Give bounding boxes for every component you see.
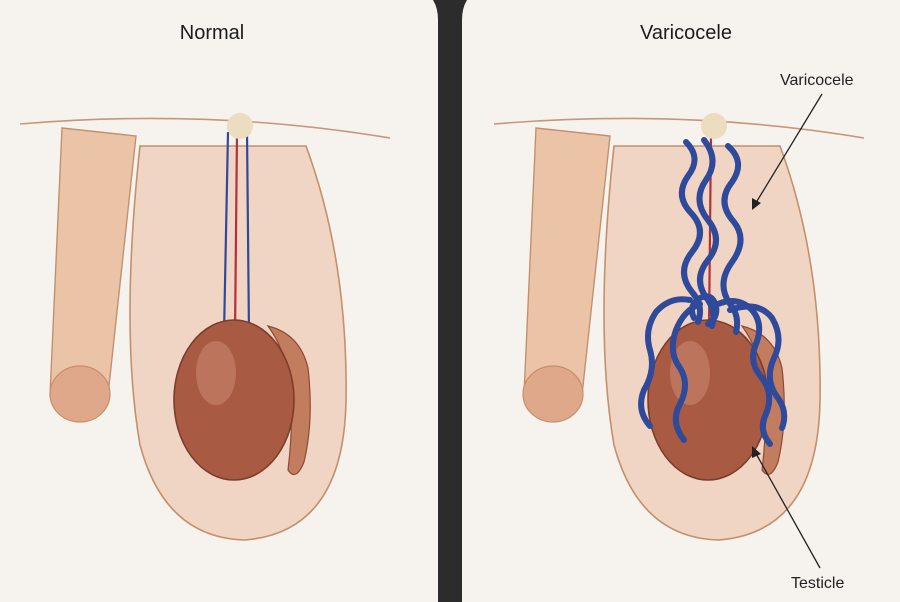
testis-highlight xyxy=(670,341,710,405)
skin-line xyxy=(493,117,865,139)
dilated-vein xyxy=(689,293,720,327)
panel-divider xyxy=(433,0,467,602)
testicle-arrowhead xyxy=(752,446,761,458)
testicle-label: Testicle xyxy=(791,575,845,592)
artery-strand xyxy=(233,131,239,336)
dilated-vein xyxy=(679,139,703,325)
spermatic-cord-top xyxy=(701,113,727,139)
skin-line xyxy=(19,117,391,139)
varicocele-leader-line xyxy=(753,93,823,207)
dilated-vein xyxy=(638,296,693,429)
varicocele-panel xyxy=(493,93,865,569)
varicocele-arrowhead xyxy=(752,198,761,210)
penis-shaft xyxy=(523,127,611,396)
dilated-vein xyxy=(720,143,744,335)
vein-strand xyxy=(222,131,230,336)
dilated-vein xyxy=(696,137,719,329)
testicle-leader-line xyxy=(753,449,821,569)
varicocele-panel-title: Varicocele xyxy=(640,22,732,44)
testis xyxy=(173,319,295,481)
varicocele-label: Varicocele xyxy=(780,72,854,89)
vein-strand xyxy=(245,131,251,336)
spermatic-cord-top xyxy=(227,113,253,139)
testis xyxy=(647,319,769,481)
penis-glans xyxy=(522,365,584,423)
dilated-vein xyxy=(727,303,788,431)
testis-highlight xyxy=(196,341,236,405)
normal-panel-title: Normal xyxy=(179,22,245,44)
penis-glans xyxy=(49,365,111,423)
penis-shaft xyxy=(49,127,137,396)
dilated-vein xyxy=(669,301,703,443)
normal-panel xyxy=(19,113,391,541)
